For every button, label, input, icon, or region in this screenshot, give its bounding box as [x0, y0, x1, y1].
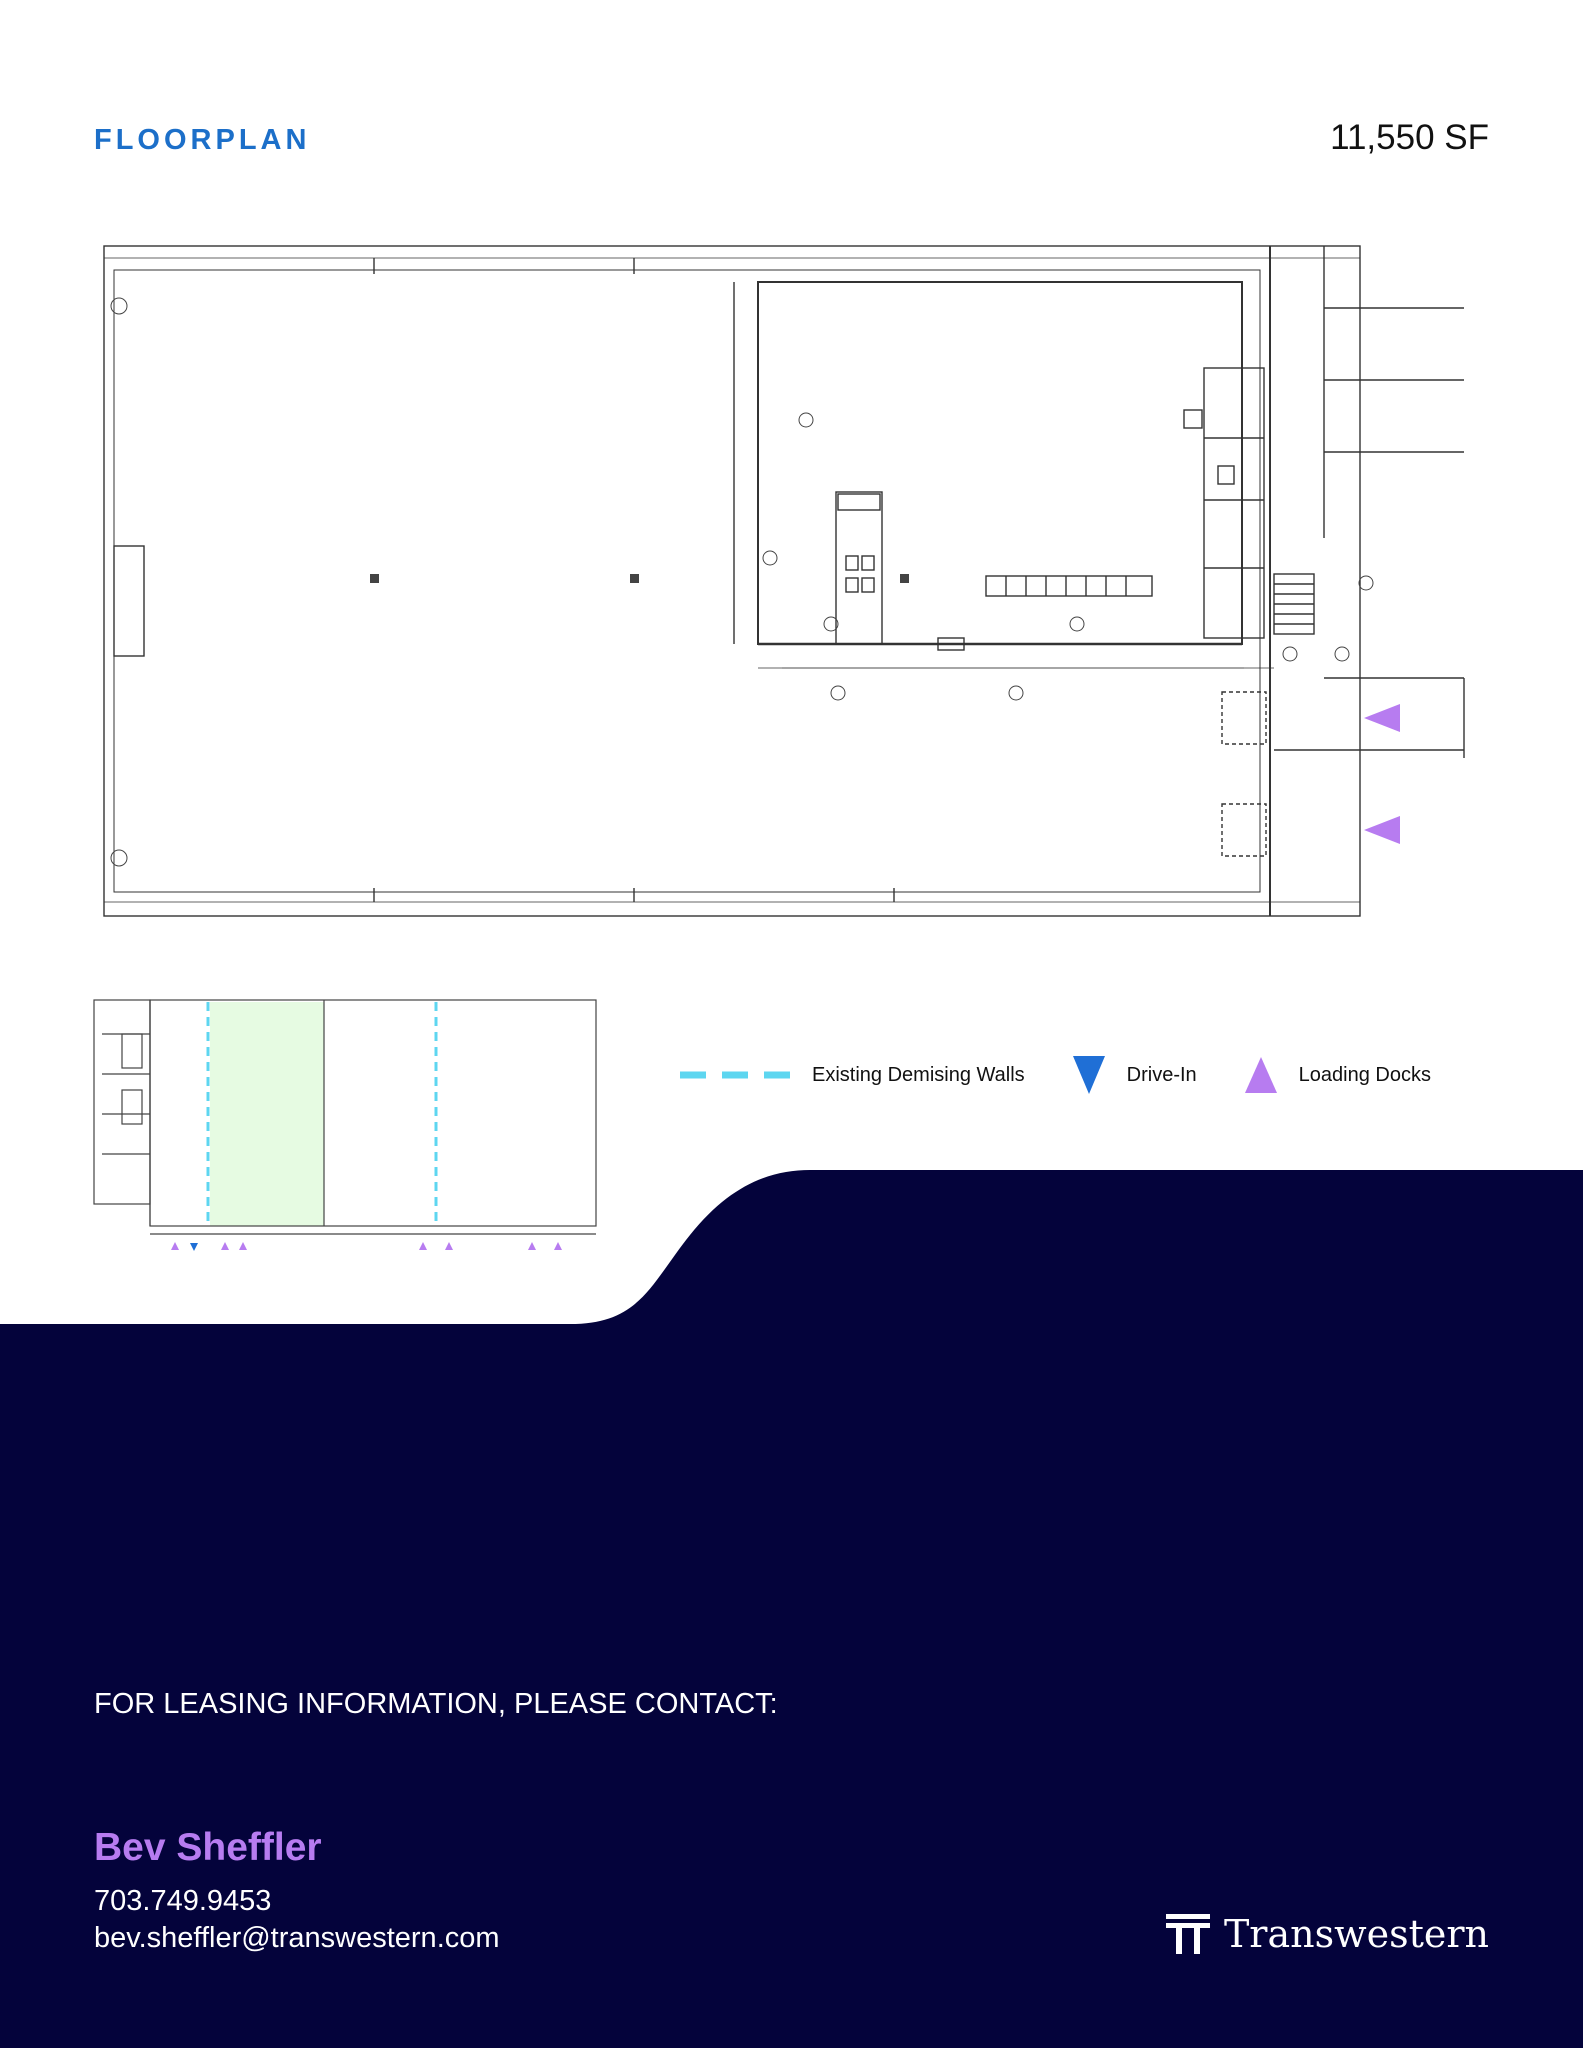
legend-label: Drive-In	[1126, 1063, 1197, 1086]
brand-name: Transwestern	[1223, 1912, 1489, 1956]
square-footage: 11,550 SF	[1330, 118, 1489, 157]
page-title: FLOORPLAN	[94, 124, 311, 156]
dashed-line-icon	[680, 1071, 790, 1079]
legend-item-demising-walls: Existing Demising Walls	[680, 1064, 1025, 1087]
contact-email[interactable]: bev.sheffler@transwestern.com	[94, 1922, 500, 1954]
contact-phone[interactable]: 703.749.9453	[94, 1885, 272, 1917]
footer-background	[0, 1170, 1583, 2048]
legend-item-loading-docks: Loading Docks	[1244, 1057, 1431, 1093]
brand-logo: Transwestern	[1165, 1912, 1489, 1956]
legend-label: Loading Docks	[1298, 1063, 1431, 1086]
transwestern-logo-icon	[1165, 1914, 1210, 1954]
triangle-up-icon	[1244, 1057, 1277, 1093]
contact-heading: FOR LEASING INFORMATION, PLEASE CONTACT:	[94, 1688, 778, 1720]
site-key-plan	[93, 999, 597, 1251]
triangle-down-icon	[1072, 1056, 1105, 1094]
legend: Existing Demising Walls Drive-In Loading…	[680, 1056, 1431, 1094]
contact-name: Bev Sheffler	[94, 1826, 322, 1869]
floorplan-drawing	[103, 245, 1465, 917]
legend-label: Existing Demising Walls	[812, 1063, 1025, 1086]
legend-item-drive-in: Drive-In	[1072, 1056, 1197, 1094]
